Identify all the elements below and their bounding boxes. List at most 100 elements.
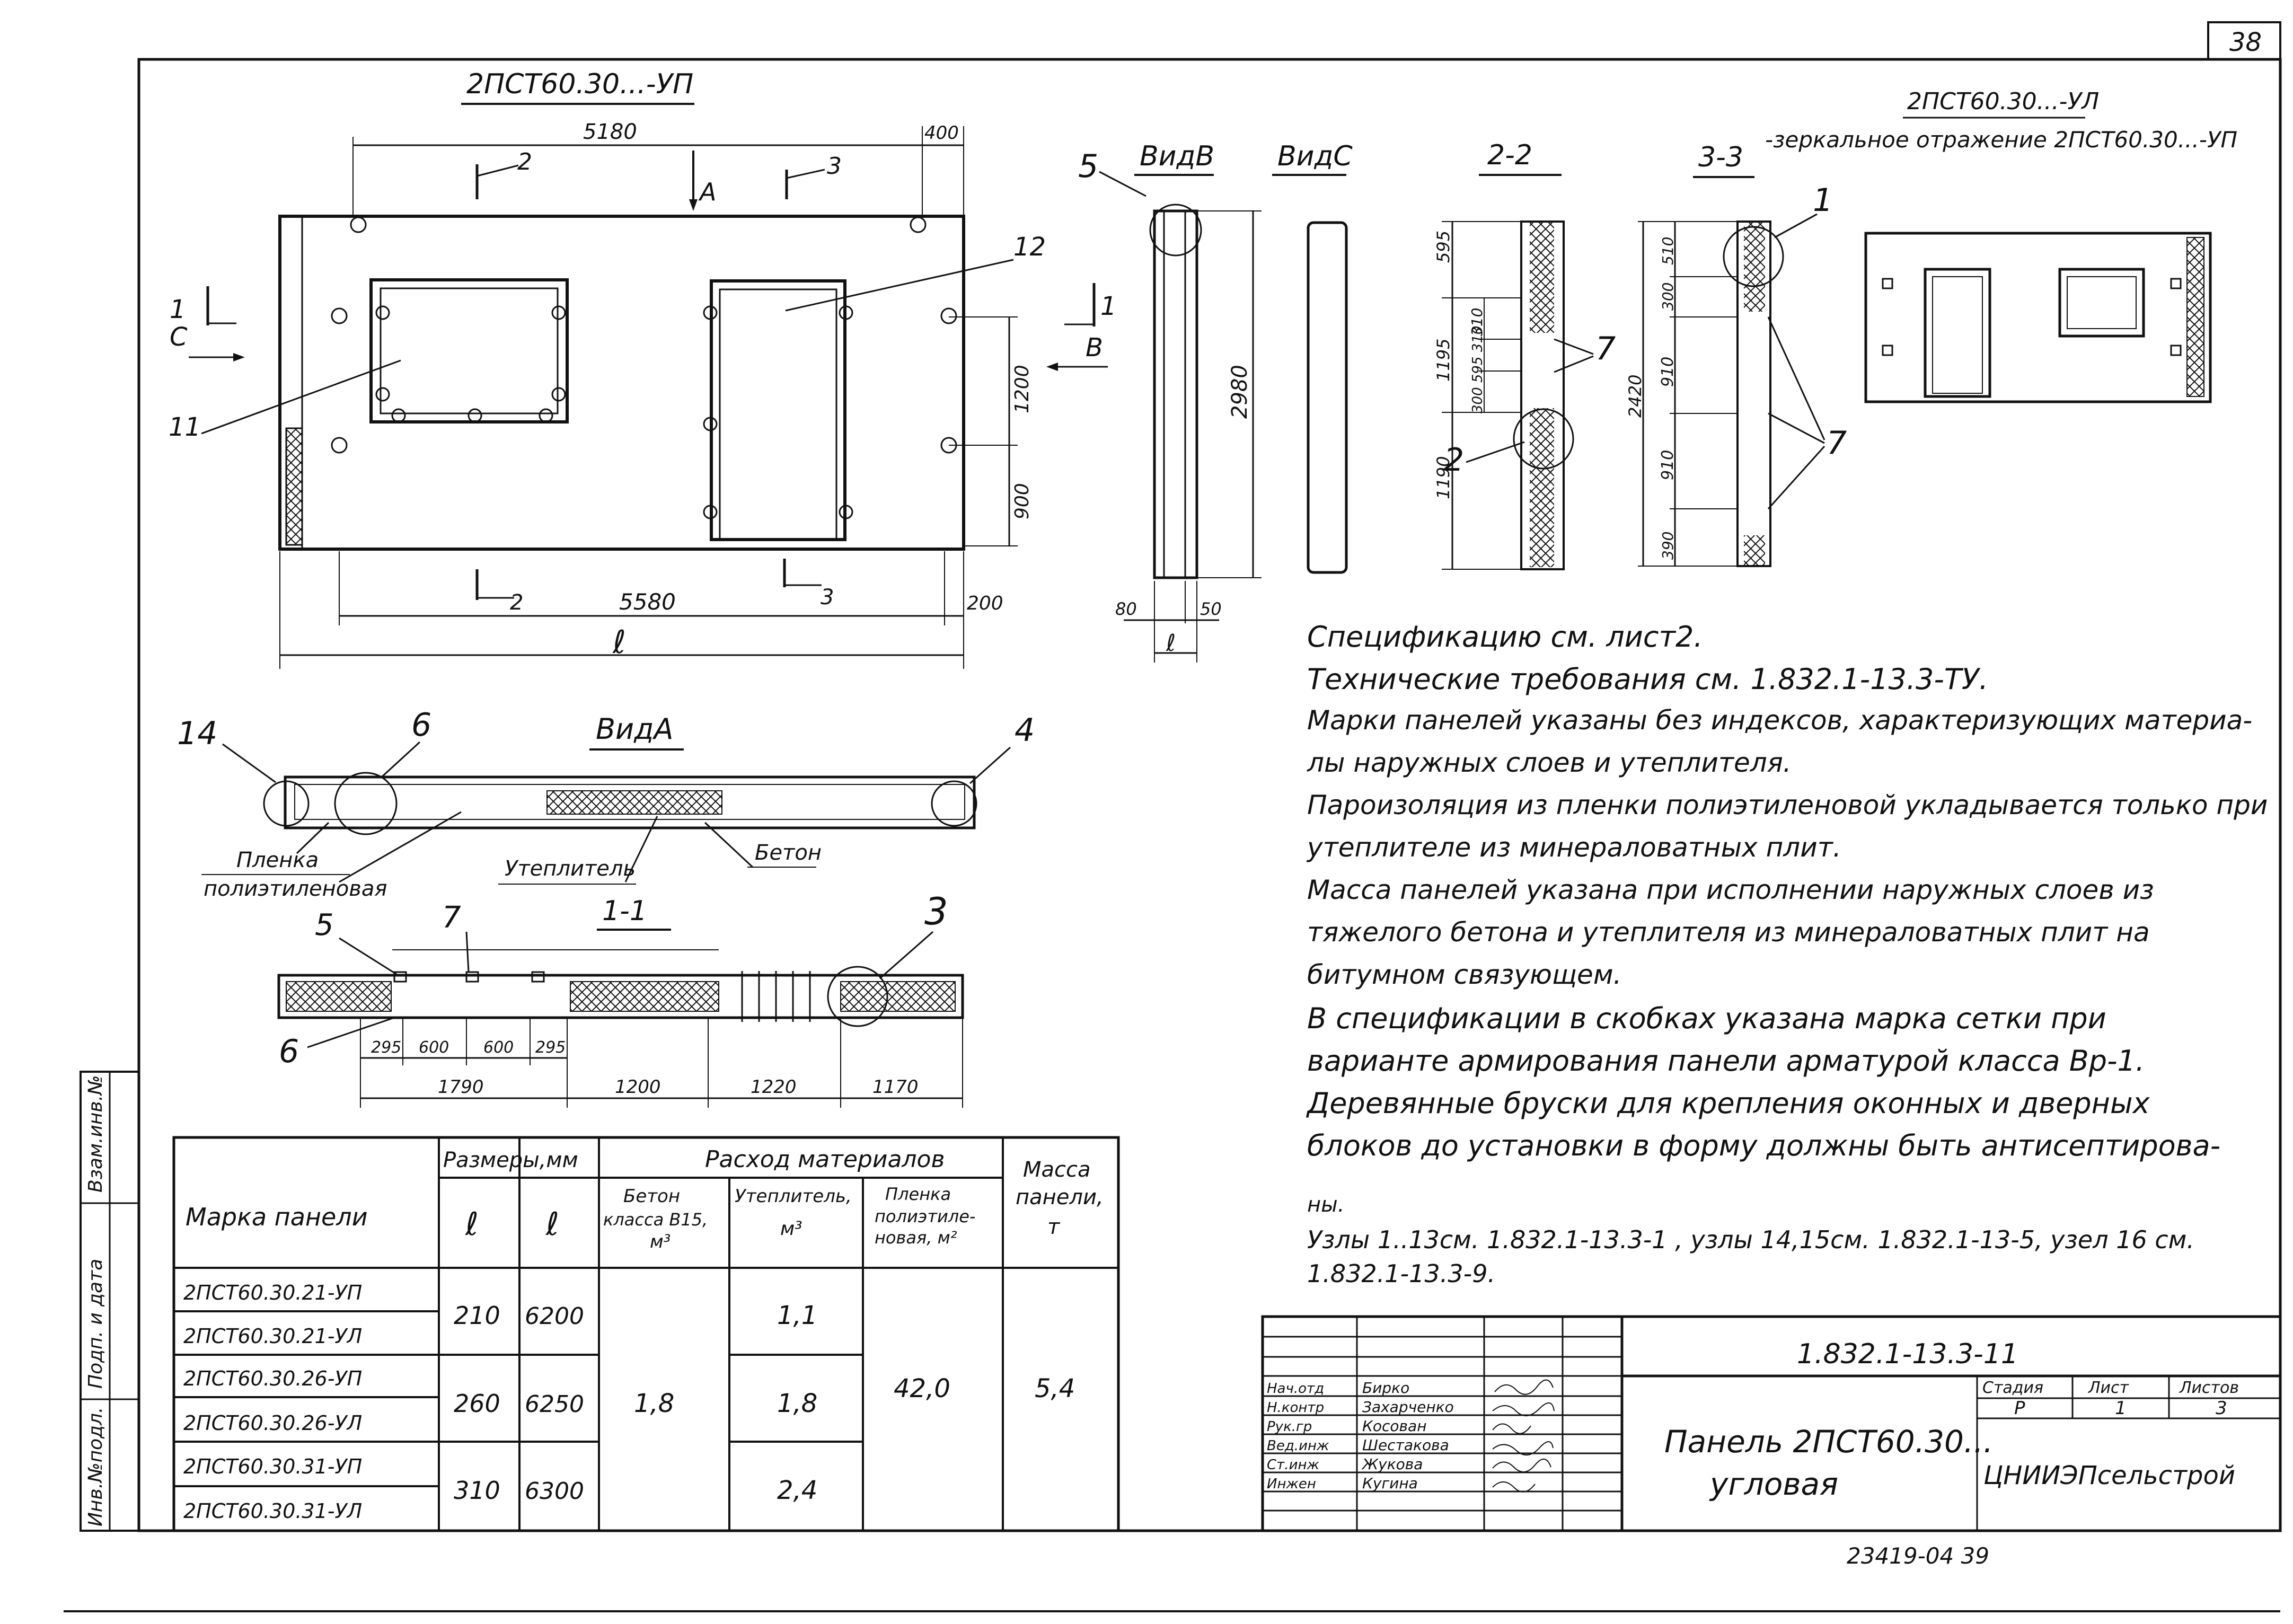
l-6300: 6300 bbox=[525, 1478, 584, 1505]
title-block: 1.832.1-13.3-11 Нач.отд Н.контр Рук.гр В… bbox=[1261, 1315, 2282, 1532]
s33-510: 510 bbox=[1659, 237, 1677, 265]
row-4: 2ПСТ60.30.26-УЛ bbox=[183, 1411, 362, 1435]
section-3-3: 3-3 510 300 910 2420 910 390 1 7 bbox=[1625, 142, 1847, 567]
view-a: ВидА 14 6 4 Пленка полиэтиленовая Утепли… bbox=[177, 707, 1035, 901]
note-line-13: блоков до установки в форму должны быть … bbox=[1307, 1129, 2221, 1162]
col-marka: Марка панели bbox=[186, 1203, 368, 1231]
view-b: 5 ВидВ 2980 80 50 ℓ bbox=[1078, 140, 1262, 663]
item-3: 3 bbox=[924, 890, 948, 933]
sec-22-title: 2-2 bbox=[1487, 139, 1532, 171]
bottom-code: 23419-04 39 bbox=[1847, 1543, 1989, 1569]
dim-200: 200 bbox=[967, 593, 1003, 614]
l-6200: 6200 bbox=[525, 1303, 584, 1330]
note-line-11: варианте армирования панели арматурой кл… bbox=[1307, 1044, 2145, 1078]
note-line-14: ны. bbox=[1307, 1193, 1345, 1217]
vid-c-title: ВидС bbox=[1277, 140, 1353, 172]
side-inv: Инв.№подл. bbox=[85, 1407, 107, 1526]
note-line-2: Технические требования см. 1.832.1-13.3-… bbox=[1307, 663, 1988, 696]
col-massa-3: т bbox=[1047, 1215, 1061, 1239]
note-line-1: Спецификацию см. лист2. bbox=[1307, 620, 1703, 654]
dim-b: ℓ bbox=[1166, 630, 1176, 657]
s22-1190: 1190 bbox=[1433, 456, 1453, 499]
s11-1170: 1170 bbox=[872, 1076, 919, 1098]
stamp-title-2: угловая bbox=[1709, 1466, 1838, 1502]
view-a-marker: A bbox=[698, 178, 716, 206]
dim-400: 400 bbox=[924, 122, 959, 144]
col-rashod: Расход материалов bbox=[705, 1146, 945, 1173]
cut-3-top: 3 bbox=[827, 153, 842, 180]
sec-33-title: 3-3 bbox=[1698, 142, 1743, 173]
col-plenka-1: Пленка bbox=[885, 1184, 951, 1204]
label-polietilen: полиэтиленовая bbox=[204, 877, 387, 901]
name-5: Жукова bbox=[1361, 1455, 1423, 1473]
col-b: ℓ bbox=[465, 1206, 479, 1243]
s11-295a: 295 bbox=[371, 1038, 401, 1057]
signatures bbox=[1492, 1379, 1555, 1493]
item-11: 11 bbox=[169, 412, 201, 442]
cut-2-top: 2 bbox=[517, 148, 532, 175]
beton-val: 1,8 bbox=[634, 1389, 674, 1418]
col-beton-1: Бетон bbox=[623, 1186, 680, 1207]
item-6: 6 bbox=[411, 707, 431, 744]
item-2: 2 bbox=[1444, 442, 1464, 479]
dim-1200: 1200 bbox=[1011, 365, 1033, 413]
drawing-title: 2ПСТ60.30...-УП bbox=[466, 68, 693, 100]
dim-50: 50 bbox=[1200, 599, 1222, 619]
s11-600a: 600 bbox=[419, 1038, 449, 1057]
outer-frame bbox=[137, 58, 2282, 1532]
s33-910a: 910 bbox=[1659, 357, 1677, 387]
side-strip: Инв.№подл. Подп. и дата Взам.инв.№ bbox=[80, 1071, 140, 1532]
sheet-number: 38 bbox=[2229, 28, 2262, 57]
dim-5580: 5580 bbox=[619, 589, 676, 615]
cut-1-right: 1 bbox=[1100, 292, 1117, 321]
section-2-2: 2-2 595 1195 310 300 595 310 1190 7 2 bbox=[1433, 139, 1616, 570]
note-line-5: Пароизоляция из пленки полиэтиленовой ук… bbox=[1307, 790, 2268, 820]
note-line-7: Масса панелей указана при исполнении нар… bbox=[1307, 875, 2154, 905]
note-line-15: Узлы 1..13см. 1.832.1-13.3-1 , узлы 14,1… bbox=[1307, 1225, 2194, 1254]
b-260: 260 bbox=[454, 1389, 500, 1418]
name-4: Шестакова bbox=[1362, 1436, 1449, 1454]
s33-390: 390 bbox=[1659, 532, 1677, 560]
col-massa-2: панели, bbox=[1016, 1185, 1104, 1210]
dim-l: ℓ bbox=[612, 624, 626, 661]
s33-300: 300 bbox=[1659, 283, 1677, 311]
mirror-note: -зеркальное отражение 2ПСТ60.30...-УП bbox=[1765, 127, 2237, 153]
row-5: 2ПСТ60.30.31-УП bbox=[183, 1455, 362, 1478]
name-6: Кугина bbox=[1362, 1475, 1418, 1492]
col-beton-2: класса В15, bbox=[603, 1210, 708, 1230]
label-uteplitel: Утеплитель bbox=[505, 857, 636, 881]
note-line-4: лы наружных слоев и утеплителя. bbox=[1307, 747, 1792, 778]
s22-595: 595 bbox=[1433, 231, 1453, 263]
role-3: Рук.гр bbox=[1267, 1419, 1312, 1435]
utepl-1: 1,1 bbox=[777, 1301, 817, 1330]
label-plenka: Пленка bbox=[236, 848, 319, 872]
cut-1-left: 1 bbox=[170, 295, 186, 324]
s22-300595310: 300 595 310 bbox=[1470, 326, 1486, 413]
s11-1790: 1790 bbox=[438, 1076, 484, 1098]
utepl-2: 1,8 bbox=[777, 1389, 817, 1418]
dim-2980: 2980 bbox=[1228, 365, 1252, 419]
role-6: Инжен bbox=[1267, 1476, 1316, 1492]
stamp-org: ЦНИИЭПсельстрой bbox=[1983, 1461, 2235, 1490]
col-beton-3: м³ bbox=[650, 1231, 671, 1252]
side-sign: Подп. и дата bbox=[85, 1259, 107, 1389]
cut-2-bottom: 2 bbox=[510, 590, 523, 615]
note-line-12: Деревянные бруски для крепления оконных … bbox=[1307, 1087, 2150, 1120]
spec-table: Марка панели Размеры,мм ℓ ℓ Расход матер… bbox=[172, 1136, 1120, 1532]
stadia-header: Стадия bbox=[1982, 1379, 2043, 1397]
stamp-title-1: Панель 2ПСТ60.30... bbox=[1664, 1424, 1993, 1460]
role-4: Вед.инж bbox=[1267, 1438, 1329, 1454]
item-7-b: 7 bbox=[1827, 425, 1847, 462]
note-line-8: тяжелого бетона и утеплителя из минерало… bbox=[1307, 917, 2150, 948]
list-header: Лист bbox=[2088, 1379, 2130, 1397]
b-210: 210 bbox=[454, 1301, 500, 1330]
s11-600b: 600 bbox=[483, 1038, 514, 1057]
role-1: Нач.отд bbox=[1267, 1381, 1324, 1397]
utepl-3: 2,4 bbox=[777, 1476, 817, 1505]
l-6250: 6250 bbox=[525, 1391, 584, 1418]
s11-295b: 295 bbox=[535, 1038, 566, 1057]
s33-2420: 2420 bbox=[1625, 375, 1645, 418]
label-beton: Бетон bbox=[755, 841, 822, 865]
